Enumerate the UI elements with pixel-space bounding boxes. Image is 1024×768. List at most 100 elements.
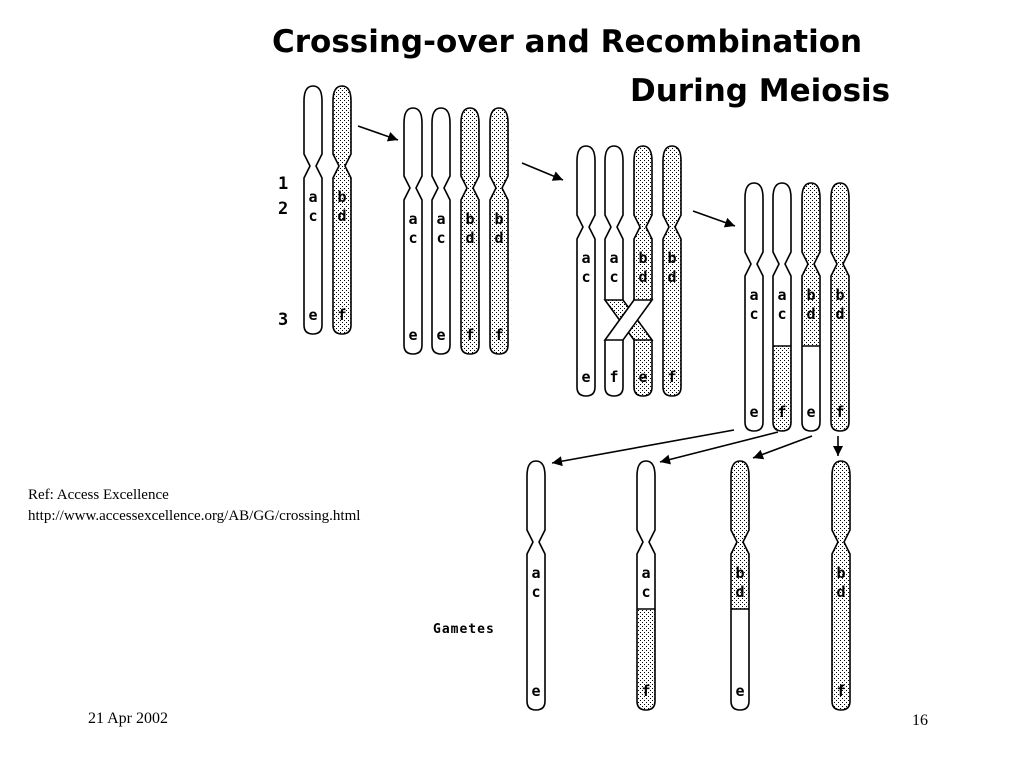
chromosome-outline [801, 182, 821, 432]
allele-label: f [337, 306, 346, 324]
allele-label: e [749, 403, 758, 421]
reference-source: Ref: Access Excellence [28, 487, 169, 503]
chromosome: ac e [744, 182, 764, 432]
chromosome-outline [403, 107, 423, 355]
chromosome-outline [744, 182, 764, 432]
chromosome: ac f [772, 182, 792, 432]
chromosome-body [304, 86, 322, 334]
recombined-segment [637, 609, 655, 710]
chromosome-outline [662, 145, 682, 397]
chromosome-body [333, 86, 351, 334]
allele-label: c [641, 583, 650, 601]
arrow-icon [659, 431, 779, 465]
chromosome: bde [801, 182, 821, 432]
allele-label: c [436, 229, 445, 247]
allele-label: b [494, 210, 503, 228]
chromosome-body [404, 108, 422, 354]
chromosome-body [432, 108, 450, 354]
allele-label: b [337, 188, 346, 206]
arrow-icon [551, 429, 735, 467]
chromosome: acf [604, 145, 624, 397]
arrow-icon [357, 125, 399, 142]
chromosome-outline [730, 460, 750, 711]
locus-label-3: 3 [278, 310, 288, 330]
allele-label: d [735, 583, 744, 601]
page-number: 16 [912, 712, 928, 729]
allele-label: e [408, 326, 417, 344]
chromosome-body [461, 108, 479, 354]
chromosome-layer: acebdfaceacebdfbdfaceacfbdebdfaceacfbdeb… [303, 85, 851, 711]
allele-label: a [308, 188, 317, 206]
chromosome: ace [576, 145, 596, 397]
recombined-segment [773, 346, 791, 431]
allele-label: a [436, 210, 445, 228]
arrow-icon [692, 210, 736, 228]
chromosome-outline [830, 182, 850, 432]
allele-label: d [638, 268, 647, 286]
allele-label: d [835, 305, 844, 323]
allele-label: c [777, 305, 786, 323]
arrow-icon [833, 436, 843, 456]
chromosome-outline [576, 145, 596, 397]
locus-label-1: 1 [278, 174, 288, 194]
chromosome-outline [431, 107, 451, 355]
allele-label: b [735, 564, 744, 582]
chromosome: ace [526, 460, 546, 711]
reference: Ref: Access Excellence http://www.access… [28, 485, 360, 527]
arrow-icon [752, 435, 813, 460]
allele-label: a [531, 564, 540, 582]
chromosome: bdf [460, 107, 480, 355]
allele-label: c [749, 305, 758, 323]
crossover-strand [603, 299, 654, 341]
arrow-layer [357, 125, 843, 467]
recombined-segment [731, 609, 749, 710]
allele-label: b [835, 286, 844, 304]
allele-label: f [641, 682, 650, 700]
arrow-icon [521, 162, 564, 181]
chromosome: bd f [489, 107, 509, 355]
allele-label: d [337, 207, 346, 225]
chromosome-outline [303, 85, 323, 335]
chromosome-body [745, 183, 763, 431]
allele-label: e [638, 368, 647, 386]
allele-label: f [609, 368, 618, 386]
allele-label: b [806, 286, 815, 304]
allele-label: e [308, 306, 317, 324]
allele-label: d [465, 229, 474, 247]
allele-label: c [531, 583, 540, 601]
chromosome: bdf [662, 145, 682, 397]
chromosome-body [490, 108, 508, 354]
chromosome: ac f [636, 460, 656, 711]
allele-label: f [494, 326, 503, 344]
reference-url[interactable]: http://www.accessexcellence.org/AB/GG/cr… [28, 508, 361, 524]
chromosome-outline [489, 107, 509, 355]
chromosome: bd e [633, 145, 653, 397]
allele-label: d [836, 583, 845, 601]
chromosome-outline [604, 145, 624, 397]
chromosome: ace [403, 107, 423, 355]
allele-label: f [777, 403, 786, 421]
allele-label: c [408, 229, 417, 247]
allele-label: d [494, 229, 503, 247]
recombined-segment [802, 346, 820, 431]
gametes-label: Gametes [433, 622, 495, 637]
allele-label: a [749, 286, 758, 304]
allele-label: a [641, 564, 650, 582]
chromosome: bde [730, 460, 750, 711]
chromosome-outline [633, 145, 653, 397]
chromosome-body [663, 146, 681, 396]
allele-label: f [667, 368, 676, 386]
chromosome-body [832, 461, 850, 710]
chromosome-outline [831, 460, 851, 711]
allele-label: b [667, 249, 676, 267]
allele-label: b [638, 249, 647, 267]
footer-date: 21 Apr 2002 [88, 710, 168, 727]
allele-label: f [465, 326, 474, 344]
allele-label: a [777, 286, 786, 304]
allele-label: c [609, 268, 618, 286]
chromosome-outline [460, 107, 480, 355]
